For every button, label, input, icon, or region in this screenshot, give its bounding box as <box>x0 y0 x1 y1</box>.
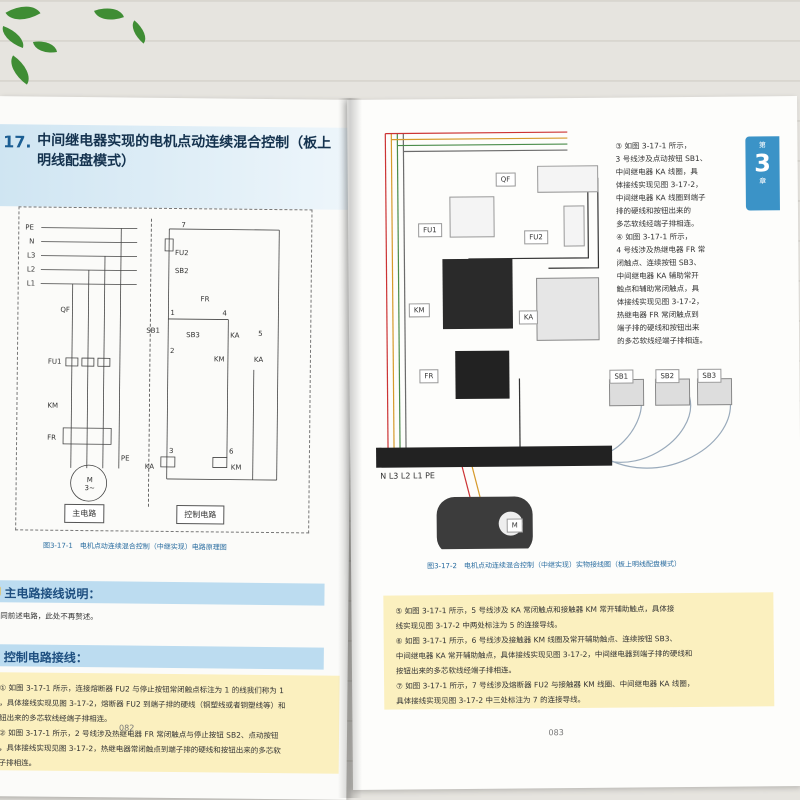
label-motor: M <box>506 518 523 533</box>
paragraph-line: ，具体接线实现见图 3-17-2，热继电器常闭触点到端子排的硬线和按钮出来的多芯… <box>0 743 281 756</box>
component-label: FR <box>47 433 57 442</box>
wire-number: 6 <box>228 447 234 456</box>
wire-number: 5 <box>258 329 263 338</box>
left-page: 17. 中间继电器实现的电机点动连续混合控制（板上明线配盘模式） <box>0 96 354 800</box>
paragraph-line: ⑦ 如图 3-17-1 所示，7 号线涉及熔断器 FU2 与接触器 KM 线圈、… <box>396 678 695 691</box>
figure-caption: 图3-17-2 电机点动连续混合控制（中继实现）实物接线图（板上明线配盘模式） <box>427 560 681 571</box>
section-number: 17. <box>3 132 32 152</box>
wire-number: 4 <box>222 309 227 318</box>
component-label: KA <box>144 462 155 471</box>
label-qf: QF <box>495 172 516 187</box>
component-label: KM <box>213 355 225 364</box>
label-sb3: SB3 <box>697 368 722 383</box>
side-text: ③ 如图 3-17-1 所示， 3 号线涉及点动按钮 SB1、 中间继电器 KA… <box>615 140 708 346</box>
component-label: KA <box>253 355 264 364</box>
right-page: 第 3 章 <box>346 96 800 790</box>
paragraph-line: 钮出来的多芯软线经端子排相连。 <box>0 713 112 724</box>
zone-label-control: 控制电路 <box>176 505 225 525</box>
component-label: FR <box>200 295 210 304</box>
component-label: SB1 <box>146 326 160 335</box>
component-label: FU2 <box>175 249 189 258</box>
label-fu2: FU2 <box>524 230 548 245</box>
wire-number: 3 <box>168 446 174 456</box>
component-label: SB2 <box>174 267 189 276</box>
paragraph-line: 按钮出来的多芯软线经端子排相连。 <box>395 665 517 676</box>
paragraph-line: ⑤ 如图 3-17-1 所示，5 号线涉及 KA 常闭触点和接触器 KM 常开辅… <box>395 604 675 616</box>
component-label: KM <box>230 463 242 472</box>
bus-label: N <box>29 237 35 246</box>
label-ka: KA <box>518 310 539 325</box>
label-sb2: SB2 <box>655 369 680 384</box>
component-label: PE <box>120 454 130 463</box>
label-sb1: SB1 <box>609 369 634 384</box>
zone-label-main: 主电路 <box>64 503 105 524</box>
heading-marker <box>0 585 1 598</box>
control-circuit-heading: 控制电路接线： <box>0 644 324 670</box>
component-label: KM <box>47 401 59 410</box>
label-km: KM <box>408 303 430 318</box>
component-label: SB3 <box>186 331 200 340</box>
wiring-photo <box>376 131 733 550</box>
label-fu1: FU1 <box>418 223 442 238</box>
paragraph-line: 子排相连。 <box>0 758 37 768</box>
page-number: 082 <box>119 723 135 733</box>
wire-number: 2 <box>169 346 175 356</box>
bus-label: L2 <box>26 265 36 274</box>
paragraph-line: 中间继电器 KA 常开辅助触点，具体接线实现见图 3-17-2，中间继电器到端子… <box>395 648 693 661</box>
bus-label: PE <box>25 223 34 232</box>
paragraph-line: 线实现见图 3-17-2 中两处标注为 5 的连接导线。 <box>395 620 562 631</box>
terminal-labels: N L3 L2 L1 PE <box>380 471 436 481</box>
bus-label: L3 <box>26 251 36 260</box>
component-label: FU1 <box>47 357 62 366</box>
main-circuit-heading: 主电路接线说明： <box>0 580 325 606</box>
bus-label: L1 <box>26 279 36 288</box>
schematic-figure: PE N L3 L2 L1 QF FU1 KM FR PE M 3~ FU2 S… <box>15 206 313 534</box>
book-gutter <box>338 98 362 798</box>
component-label: QF <box>60 305 71 314</box>
figure-caption: 图3-17-1 电机点动连续混合控制（中继实现）电路原理图 <box>42 541 227 552</box>
component-label: KA <box>230 331 240 340</box>
wire-number: 7 <box>181 221 186 230</box>
label-fr: FR <box>419 369 439 384</box>
paragraph-line: 具体接线实现见图 3-17-2 中三处标注为 7 的连接导线。 <box>396 694 586 706</box>
main-circuit-note: 同前述电路，此处不再赘述。 <box>0 611 98 622</box>
page-title: 中间继电器实现的电机点动连续混合控制（板上明线配盘模式） <box>36 132 332 170</box>
motor-label: M 3~ <box>84 476 95 493</box>
page-number: 083 <box>548 728 564 738</box>
wire-number: 1 <box>170 308 175 318</box>
schematic-drawing <box>40 218 280 509</box>
book-spread: 17. 中间继电器实现的电机点动连续混合控制（板上明线配盘模式） <box>0 78 800 800</box>
